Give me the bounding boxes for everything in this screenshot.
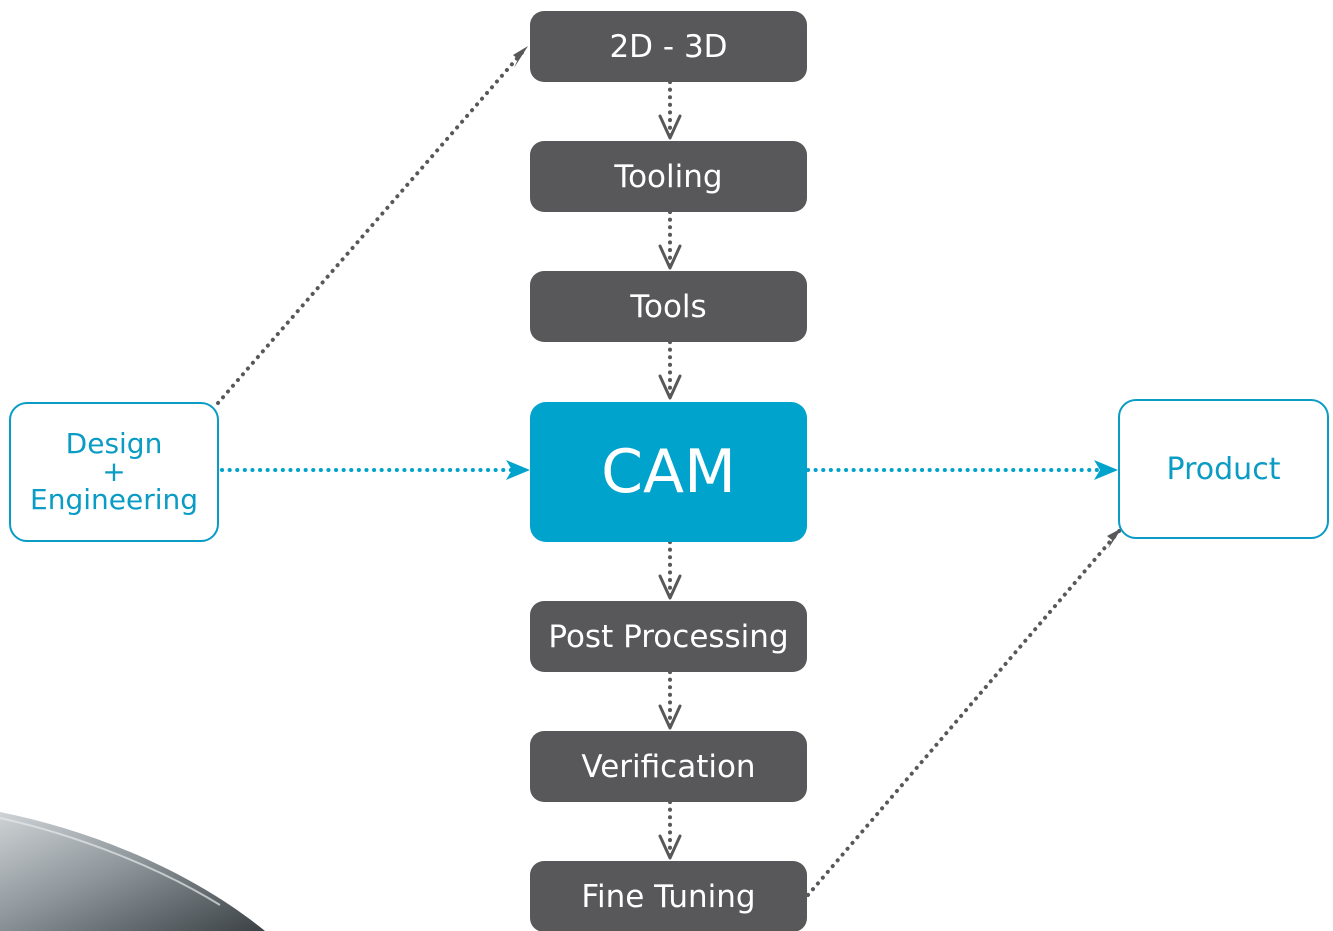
arrowhead-cam-post	[658, 574, 682, 600]
step-fine-tuning: Fine Tuning	[530, 861, 807, 931]
step-tooling-label: Tooling	[614, 158, 723, 195]
step-2d-3d-label: 2D - 3D	[609, 28, 728, 65]
corner-swoosh	[0, 812, 265, 931]
step-verification: Verification	[530, 731, 807, 802]
cam-label: CAM	[601, 437, 736, 507]
step-post-processing-label: Post Processing	[548, 618, 789, 655]
step-post-processing: Post Processing	[530, 601, 807, 672]
design-engineering-box: Design + Engineering	[9, 402, 219, 542]
cam-box: CAM	[530, 402, 807, 542]
arrowhead-post-verification	[658, 704, 682, 730]
connector-design-2d3d	[216, 46, 528, 405]
plus-label: +	[102, 455, 126, 488]
arrowhead-cam-product	[1094, 460, 1118, 480]
design-label: Design	[65, 427, 163, 460]
arrowhead-tools-cam	[658, 374, 682, 400]
arrowhead-design-cam	[506, 460, 530, 480]
step-tools-label: Tools	[630, 288, 707, 325]
step-tools: Tools	[530, 271, 807, 342]
engineering-label: Engineering	[30, 483, 198, 516]
step-tooling: Tooling	[530, 141, 807, 212]
corner-swoosh-highlight	[0, 817, 221, 906]
arrowhead-tooling-tools	[658, 244, 682, 270]
arrowhead-verification-finetuning	[658, 834, 682, 860]
step-2d-3d: 2D - 3D	[530, 11, 807, 82]
arrowhead-2d3d-tooling	[658, 114, 682, 140]
arrowhead-finetuning-product	[1107, 528, 1122, 549]
product-label: Product	[1166, 451, 1281, 487]
product-box: Product	[1118, 399, 1329, 539]
arrowhead-design-2d3d	[513, 46, 528, 68]
connector-finetuning-product	[806, 528, 1122, 897]
step-fine-tuning-label: Fine Tuning	[581, 878, 756, 915]
step-verification-label: Verification	[581, 748, 756, 785]
